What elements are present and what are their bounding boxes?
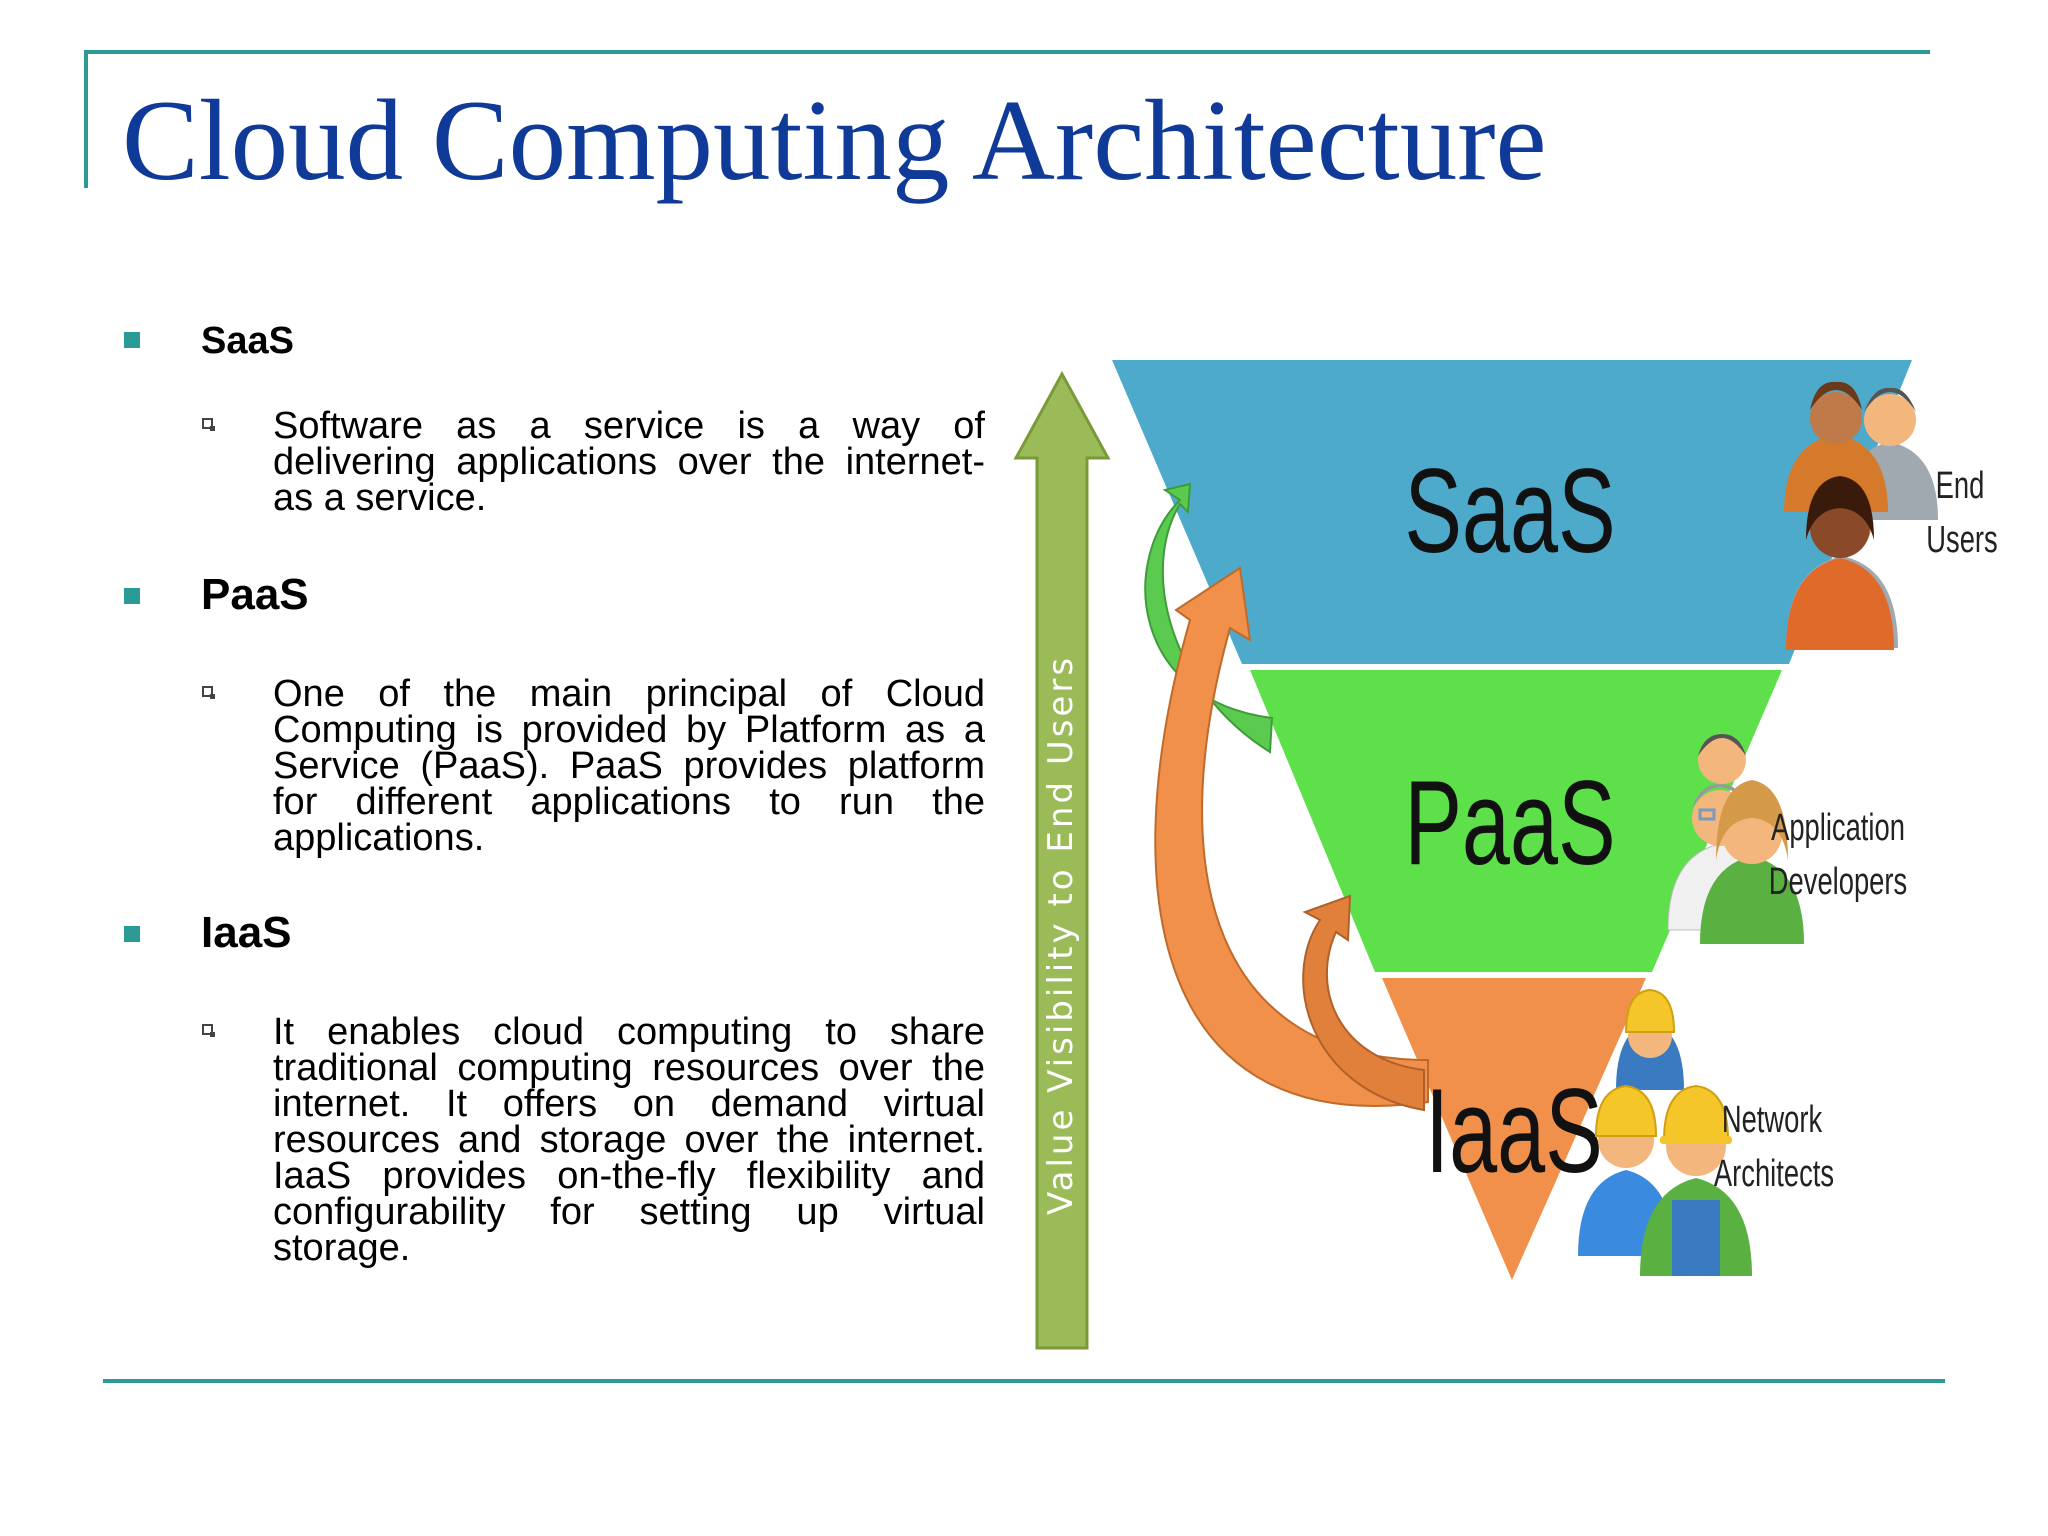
connector-arrow-iaas-to-paas: [1302, 894, 1425, 1112]
slide-title: Cloud Computing Architecture: [122, 77, 1547, 204]
sub-bullet: [202, 1024, 215, 1037]
developers-label-line1: Application: [1771, 807, 1905, 849]
layer-paas: [1250, 670, 1782, 972]
architects-label-line1: Network: [1722, 1099, 1823, 1141]
section-heading: PaaS: [201, 570, 309, 619]
value-visibility-arrow: [1013, 370, 1111, 1350]
section-body: Software as a service is a way of delive…: [273, 405, 985, 519]
sub-bullet: [202, 686, 215, 699]
title-rule-top: [84, 50, 1930, 54]
end-users-icon: [1784, 381, 1938, 650]
architects-label-line2: Architects: [1714, 1153, 1834, 1195]
section-bullet: [124, 588, 140, 604]
end-users-label-line1: End: [1936, 465, 1985, 507]
end-users-label-line2: Users: [1926, 519, 1997, 561]
layer-label-saas: SaaS: [1404, 444, 1615, 578]
section-heading: SaaS: [201, 320, 294, 362]
layer-saas: [1112, 360, 1912, 664]
developers-label-line2: Developers: [1769, 861, 1907, 903]
connector-arrow-iaas-to-saas: [1154, 566, 1429, 1107]
developers-icon: [1667, 734, 1804, 944]
section-bullet: [124, 926, 140, 942]
section-bullet: [124, 332, 140, 348]
section-heading: IaaS: [201, 908, 292, 957]
title-rule-left: [84, 50, 88, 188]
layer-label-paas: PaaS: [1404, 756, 1615, 890]
sub-bullet: [202, 418, 215, 431]
axis-label: Value Visibility to End Users: [1041, 655, 1081, 1215]
layer-label-iaas: IaaS: [1425, 1064, 1603, 1198]
footer-rule: [103, 1379, 1945, 1383]
section-body: It enables cloud computing to share trad…: [273, 1011, 985, 1269]
network-architects-icon: [1578, 988, 1752, 1276]
section-body: One of the main principal of Cloud Compu…: [273, 673, 985, 859]
layer-iaas: [1382, 978, 1646, 1280]
